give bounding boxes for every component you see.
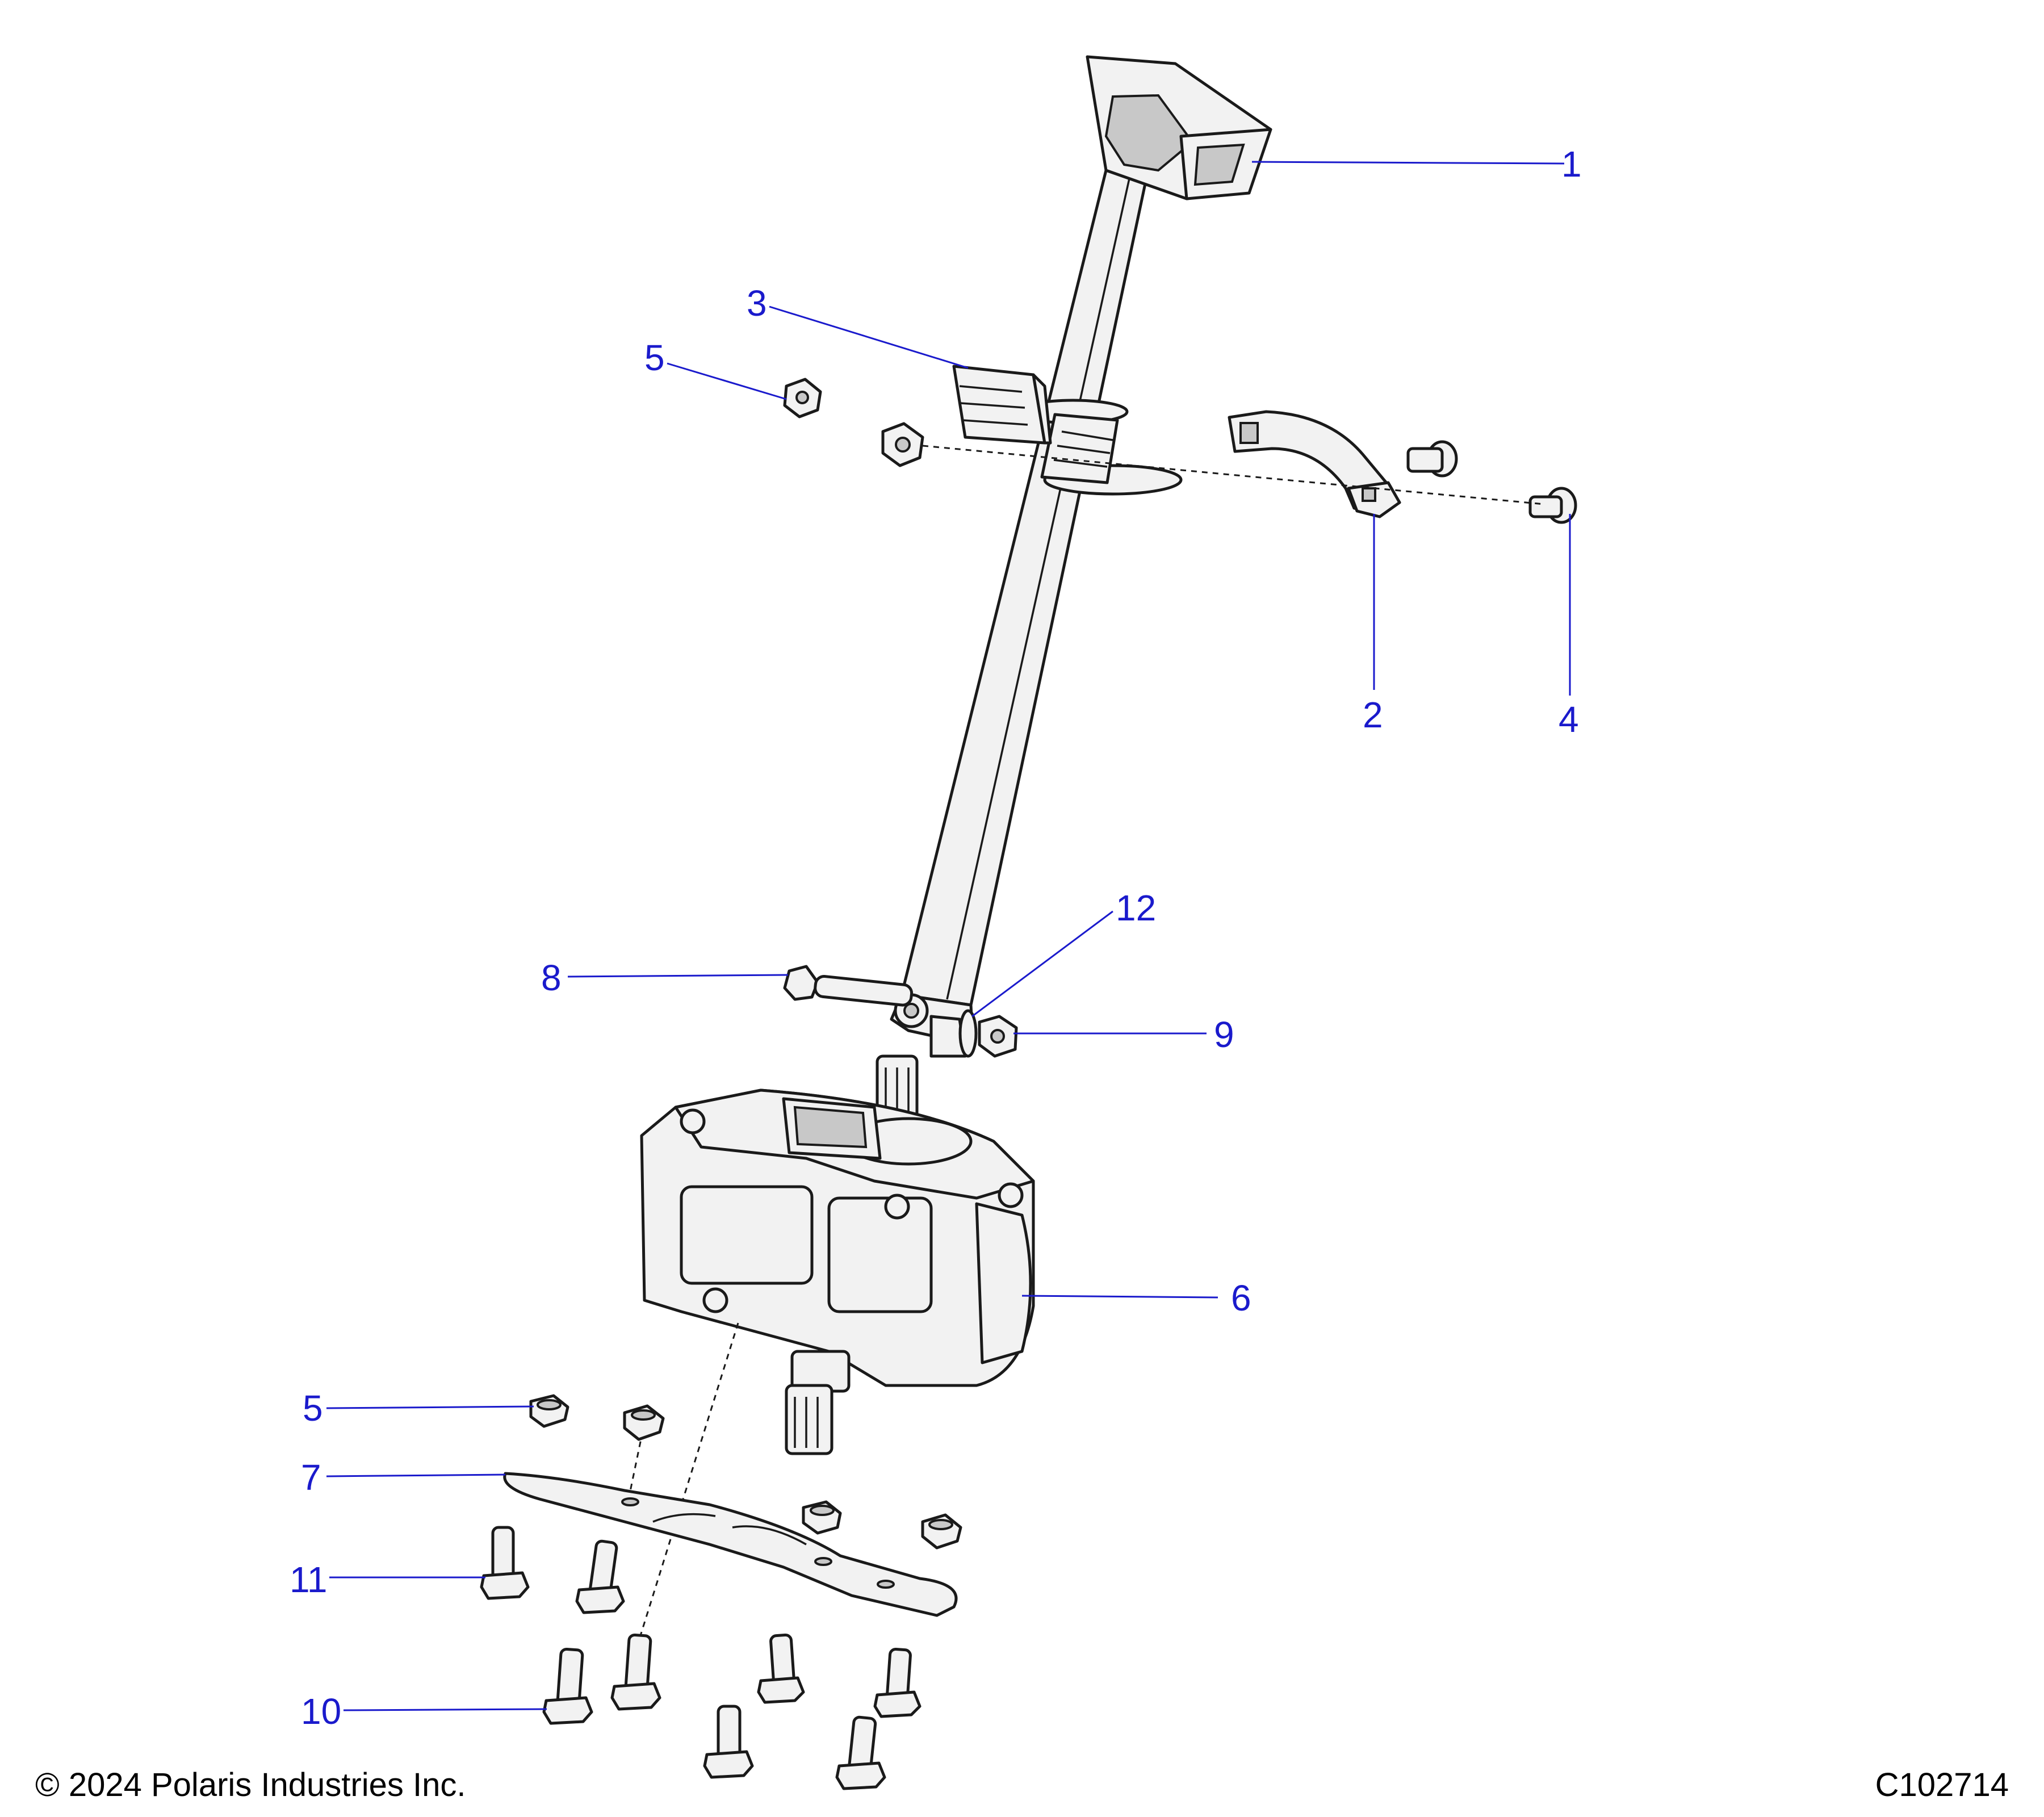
pinch-bolt [783,965,914,1007]
flange-bolt-11a [480,1526,530,1600]
callout-1: 1 [1561,144,1582,185]
flange-nut-lower-2 [623,1404,665,1441]
flange-bolt-11b [575,1539,625,1614]
flange-nut-lower-4 [921,1513,962,1550]
flange-bolt-right [1528,487,1577,524]
callout-6: 6 [1231,1278,1251,1318]
leader-12 [971,910,1113,1018]
leader-5-upper [667,362,787,400]
flange-nut-mid [881,422,924,467]
lock-nut [978,1015,1018,1058]
strap-bracket [1228,410,1401,518]
leader-1 [1251,161,1565,165]
steering-column-tube [890,55,1272,1058]
leader-7 [326,1473,506,1477]
flange-bolt-10b [610,1633,661,1711]
callout-10: 10 [301,1691,342,1732]
leader-8 [567,974,789,978]
callout-7: 7 [301,1457,321,1498]
column-bushing-clamp [952,365,1052,445]
assembly-line-upper [922,445,1545,505]
flange-bolt-10e [703,1705,754,1779]
leader-5-lower [326,1405,534,1409]
callout-2: 2 [1363,694,1383,735]
callout-11: 11 [290,1559,328,1600]
assembly-line-lower [638,1322,739,1642]
flange-nut-upper [783,378,822,418]
copyright-text: © 2024 Polaris Industries Inc. [35,1766,466,1803]
flange-bolt-10c [757,1634,805,1704]
assembly-line-nut [626,1430,644,1505]
leader-6 [1021,1295,1218,1299]
flange-nut-lower-3 [802,1500,842,1535]
lock-washer [958,1009,978,1058]
steering-gearbox [640,1054,1035,1455]
flange-bolt-upper [1406,440,1458,478]
flange-bolt-10a [542,1647,593,1725]
mounting-plate [503,1472,958,1617]
callout-8: 8 [541,957,562,998]
callout-12: 12 [1116,887,1157,928]
diagram-code: C102714 [1875,1766,2009,1803]
flange-nut-lower-1 [529,1394,569,1428]
callout-5-lower: 5 [303,1388,323,1429]
callout-5-upper: 5 [644,337,665,378]
flange-bolt-10f [835,1715,886,1790]
callout-3: 3 [747,283,767,324]
leader-10 [343,1708,547,1711]
leader-3 [769,305,969,369]
callout-4: 4 [1559,699,1579,740]
flange-bolt-10d [873,1648,922,1718]
callout-9: 9 [1214,1014,1234,1055]
